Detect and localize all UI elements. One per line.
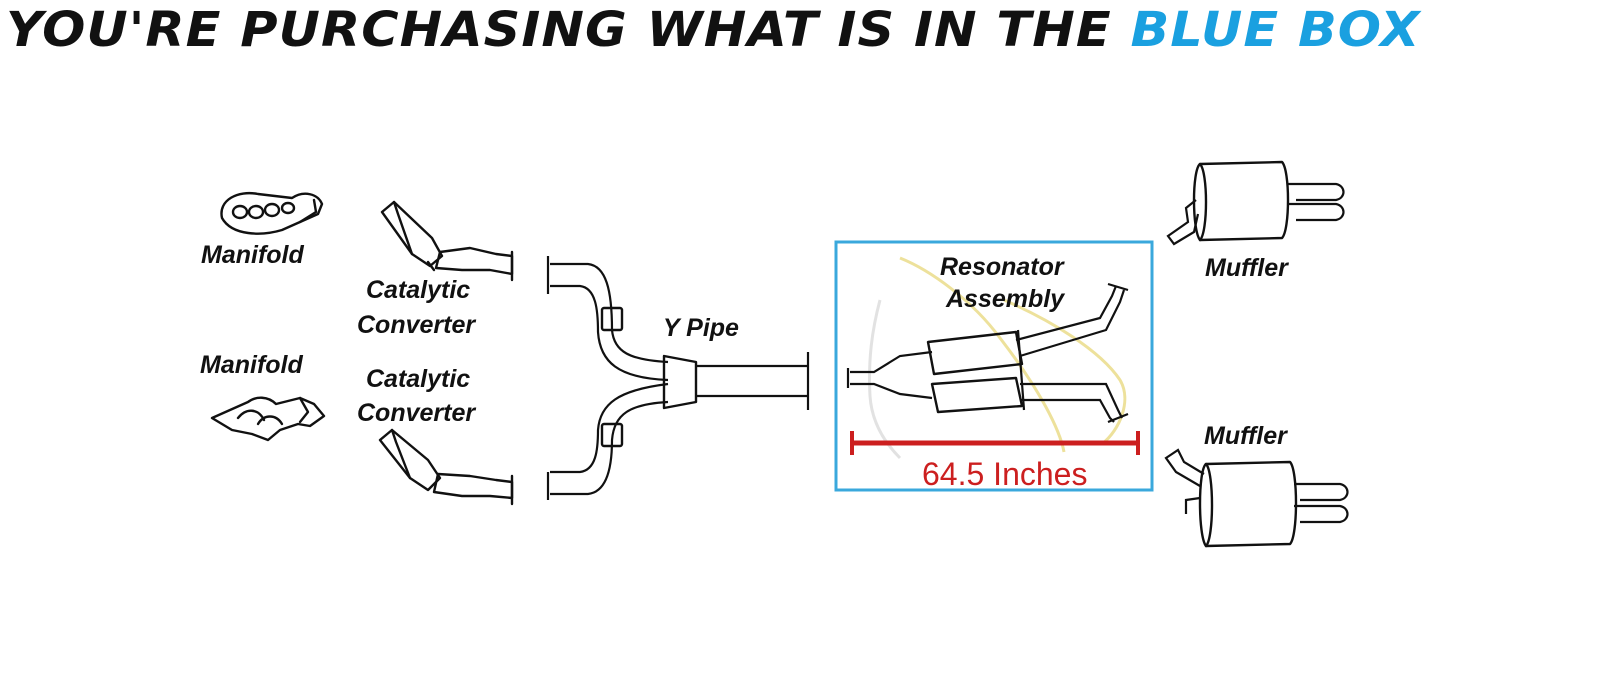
muffler-top-label: Muffler — [1205, 254, 1288, 282]
measurement-line — [850, 431, 1140, 455]
catalytic-converter-top-label-1: Catalytic — [366, 276, 471, 304]
resonator-label-2: Assembly — [946, 285, 1065, 313]
resonator-label-1: Resonator — [940, 253, 1064, 281]
y-pipe-label: Y Pipe — [663, 314, 739, 342]
measurement-label: 64.5 Inches — [922, 456, 1088, 492]
muffler-top-drawing — [1166, 160, 1345, 246]
manifold-top-drawing — [220, 191, 324, 235]
manifold-top-label: Manifold — [201, 241, 304, 269]
catalytic-converter-bottom-drawing — [378, 428, 514, 506]
headline-accent: BLUE BOX — [1130, 2, 1421, 58]
catalytic-converter-bottom-label-1: Catalytic — [366, 365, 471, 393]
catalytic-converter-top-drawing — [380, 200, 514, 282]
headline: YOU'RE PURCHASING WHAT IS IN THE BLUE BO… — [6, 0, 1600, 62]
resonator-assembly-drawing — [846, 282, 1129, 424]
y-pipe-drawing — [546, 256, 810, 500]
muffler-bottom-label: Muffler — [1204, 422, 1287, 450]
blue-box — [834, 240, 1154, 492]
catalytic-converter-top-label-2: Converter — [357, 311, 476, 339]
muffler-bottom-drawing — [1164, 448, 1349, 548]
headline-text: YOU'RE PURCHASING WHAT IS IN THE — [6, 2, 1112, 58]
manifold-bottom-label: Manifold — [200, 351, 303, 379]
manifold-bottom-drawing — [210, 396, 326, 442]
catalytic-converter-bottom-label-2: Converter — [357, 399, 476, 427]
